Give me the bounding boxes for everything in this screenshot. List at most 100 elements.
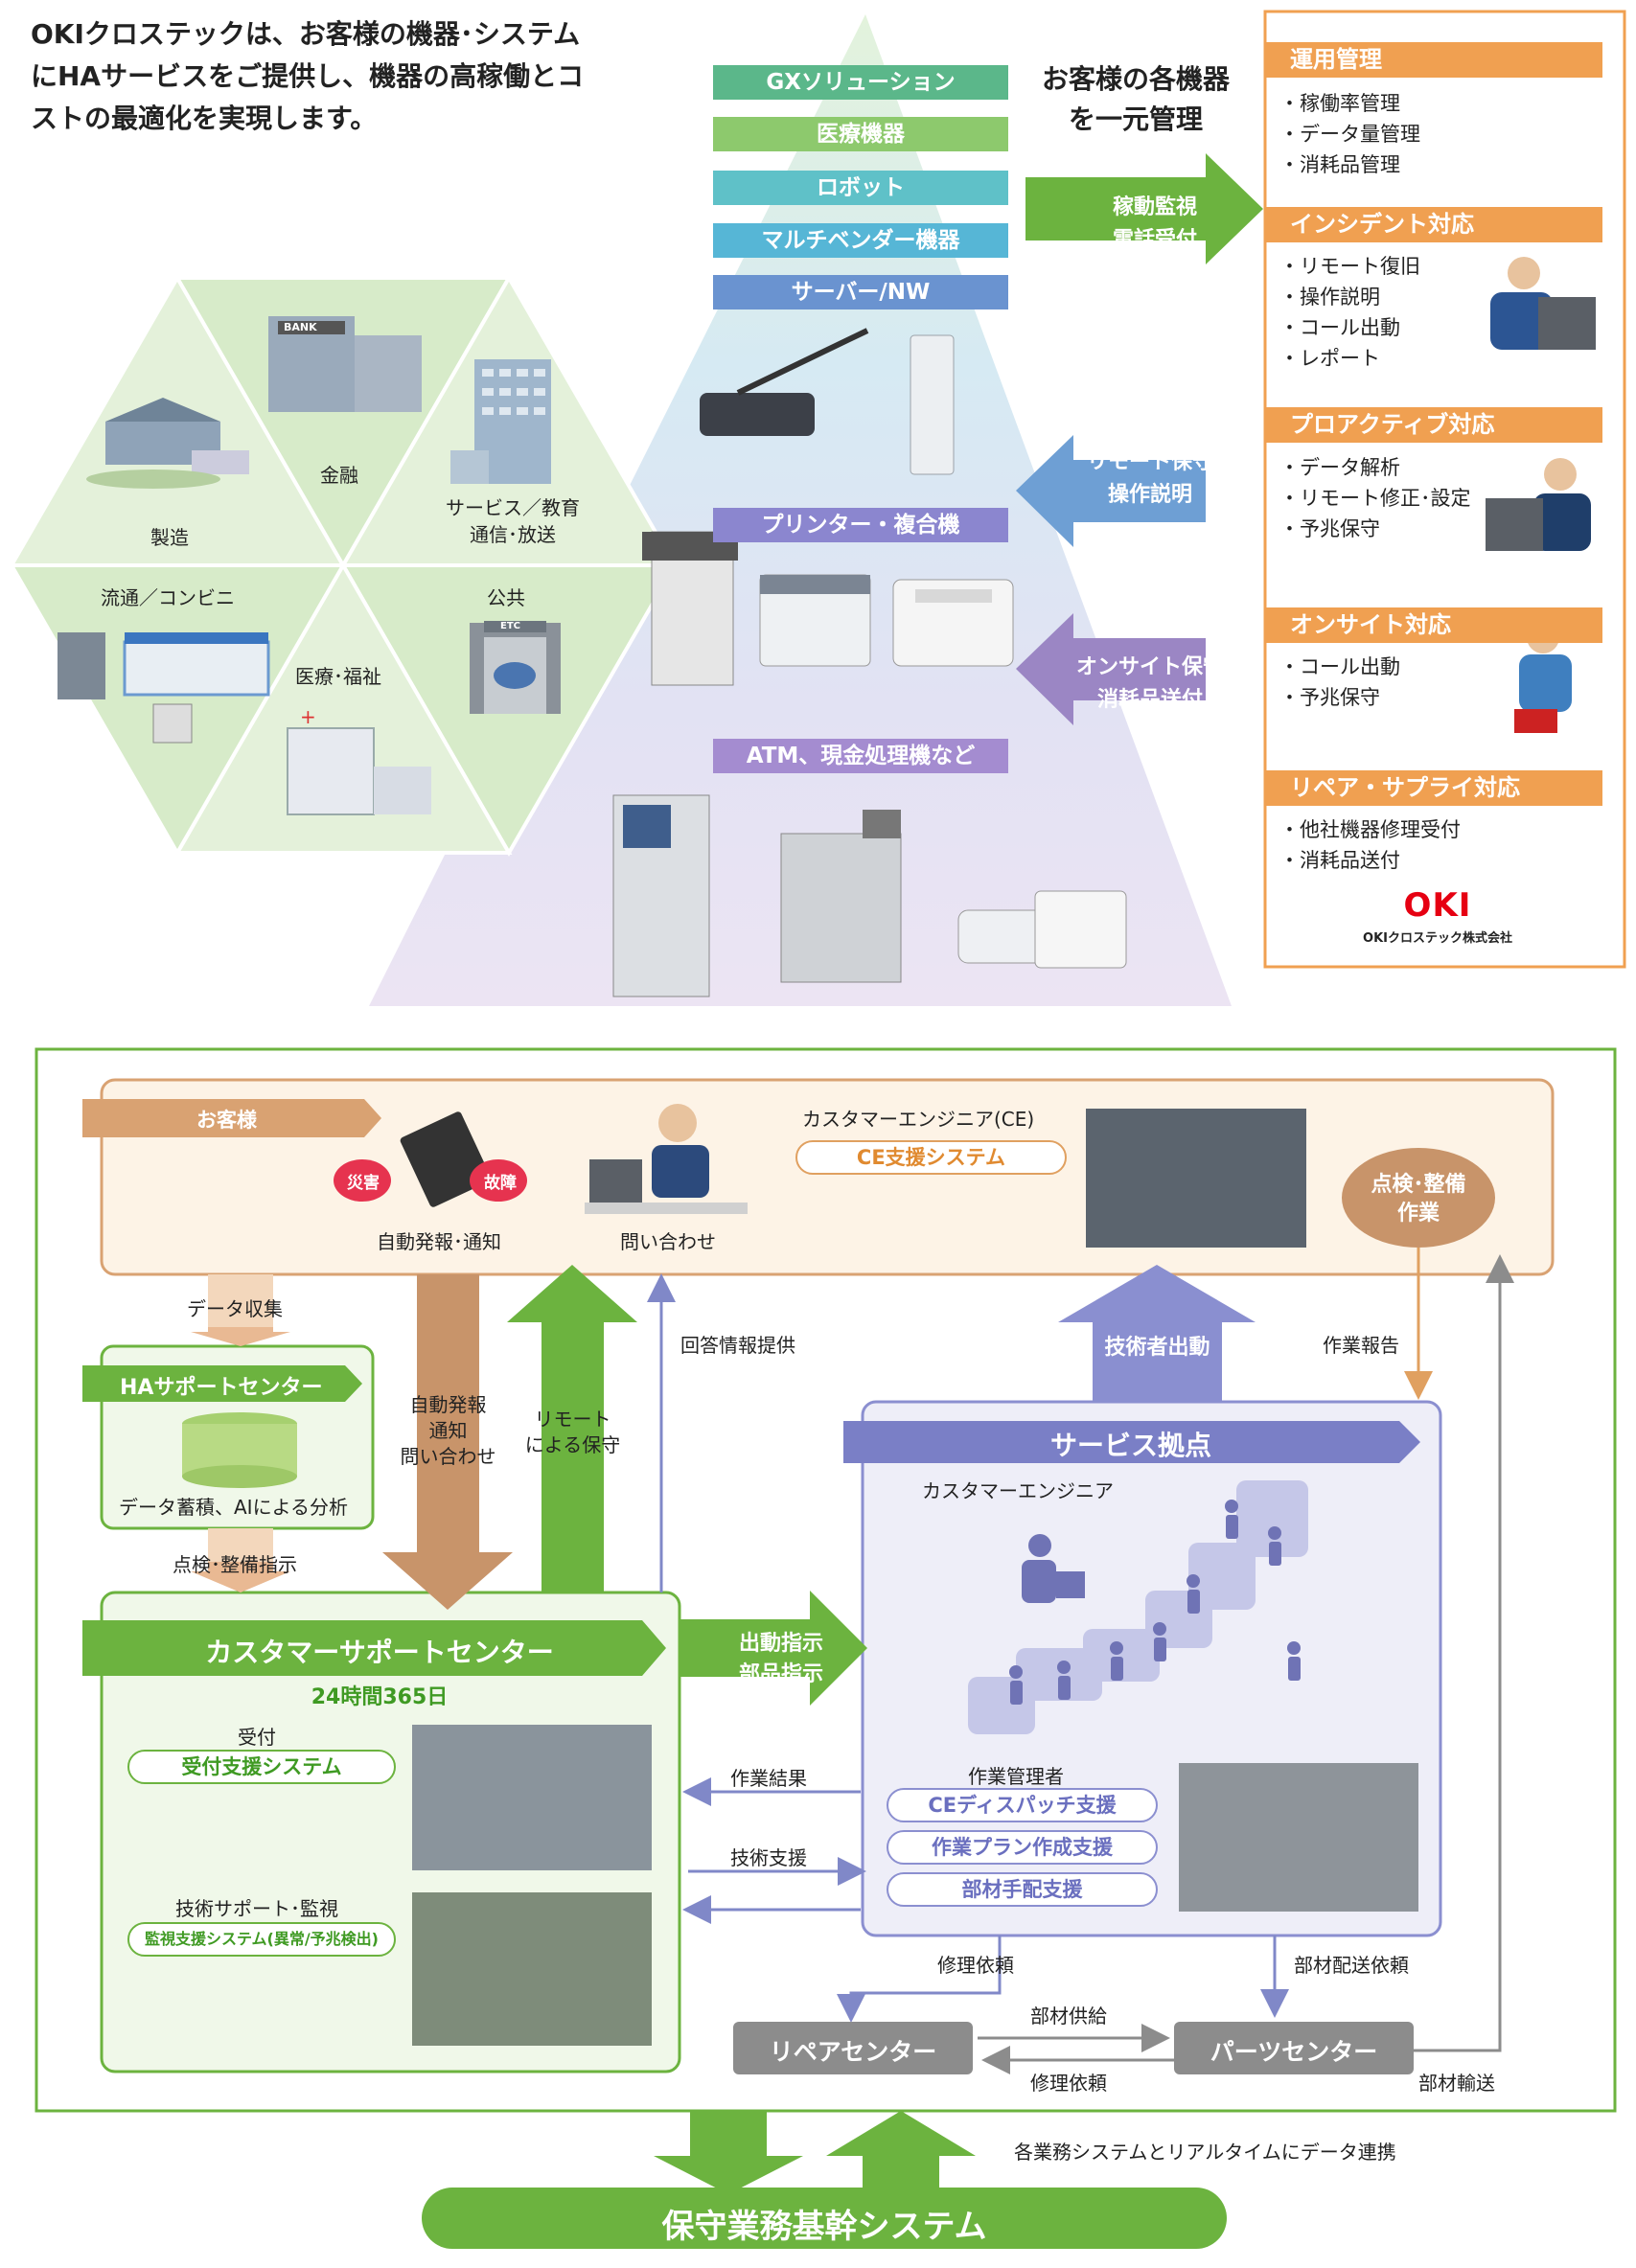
dispatch-tech-label: 技術者出動 (1104, 1336, 1210, 1360)
etc-gate-icon (470, 621, 561, 714)
dispatch-instr-label: 出動指示 部品指示 (704, 1629, 858, 1690)
field-engineer-icon (1514, 621, 1572, 733)
intro-text: OKIクロステックは、お客様の機器･システム にHAサービスをご提供し、機器の高… (31, 13, 584, 140)
industry-manufacturing: 製造 (150, 526, 189, 549)
industry-public: 公共 (487, 586, 525, 609)
mfp-printer-icon (642, 531, 738, 686)
reception-system-pill: 受付支援システム (127, 1750, 396, 1784)
router-icon (700, 328, 869, 436)
disaster-badge: 災害 (347, 1174, 380, 1193)
inspection-oval (1342, 1148, 1495, 1248)
office-building-icon (450, 359, 551, 484)
service-proactive-title: プロアクティブ対応 (1265, 407, 1602, 443)
tech-monitor-label: 技術サポート･監視 (175, 1897, 338, 1920)
down-to-core-arrow (654, 2111, 803, 2194)
repair-center-label: リペアセンター (769, 2038, 937, 2066)
cash-machine-icon (780, 810, 902, 983)
support-center-title: カスタマーサポートセンター (205, 1637, 554, 1668)
remote-link-1: リモート (534, 1408, 611, 1431)
tech-support-label: 技術支援 (730, 1846, 807, 1869)
remote-maint-link-label: リモート による保守 (518, 1407, 628, 1458)
color-printer-icon (759, 574, 871, 667)
support-staff-icon (1490, 257, 1596, 350)
remote-arrow (1016, 435, 1206, 547)
parts-center-label: パーツセンター (1210, 2038, 1378, 2066)
service-base-title: サービス拠点 (1049, 1430, 1211, 1461)
parts-transport-label: 部材輸送 (1418, 2072, 1495, 2095)
dispatch-line2: 部品指示 (738, 1662, 823, 1686)
dispatch-line1: 出動指示 (738, 1632, 823, 1656)
device-bar-gx: GXソリューション (713, 65, 1008, 100)
monitor-system-pill: 監視支援システム(異常/予兆検出) (127, 1922, 396, 1957)
coin-machine-icon (957, 890, 1127, 969)
device-bar-printer: プリンター・複合機 (713, 508, 1008, 542)
onsite-label-2: 消耗品送付 (1096, 688, 1203, 712)
repair-request-label: 修理依頼 (937, 1954, 1014, 1977)
device-bar-multivendor: マルチベンダー機器 (713, 223, 1008, 258)
ce-system-pill: CE支援システム (795, 1140, 1067, 1175)
ha-center-title: HAサポートセンター (120, 1376, 323, 1400)
oki-logo: OKI (1403, 886, 1472, 925)
support-center-hours: 24時間365日 (311, 1685, 449, 1709)
atm-icon (612, 794, 710, 997)
inspect-instr-arrow (191, 1557, 290, 1592)
onsite-label-1: オンサイト保守 (1075, 655, 1224, 679)
industry-services: サービス／教育 通信･放送 (436, 494, 589, 548)
onsite-arrow-label: オンサイト保守 消耗品送付 (1054, 652, 1246, 717)
technician-dispatch-arrow (1058, 1265, 1256, 1402)
industry-finance: 金融 (320, 464, 358, 487)
data-collect-arrow (191, 1322, 290, 1346)
intro-line-2: にHAサービスをご提供し、機器の高稼働とコ (31, 60, 585, 92)
service-item: ・リモート修正･設定 (1279, 487, 1471, 510)
auto-report-label: 自動発報･通知 (377, 1230, 501, 1253)
service-proactive-list: ・データ解析 ・リモート修正･設定 ・予兆保守 (1279, 452, 1471, 544)
industry-services-line1: サービス／教育 (446, 496, 580, 519)
remote-maintenance-arrow (507, 1265, 637, 1592)
server-tower-icon (910, 334, 955, 475)
service-item: ・予兆保守 (1279, 517, 1380, 540)
unified-management: お客様の各機器 を一元管理 (1025, 59, 1246, 140)
service-item: ・消耗品送付 (1279, 849, 1400, 872)
service-item: ・コール出動 (1279, 316, 1400, 339)
service-onsite-list: ・コール出動 ・予兆保守 (1279, 652, 1400, 713)
core-system-label: 保守業務基幹システム (661, 2208, 987, 2246)
broken-pc-icon (334, 1111, 527, 1207)
reception-label: 受付 (238, 1726, 276, 1749)
device-bar-medical: 医療機器 (713, 117, 1008, 151)
manager-photo (1179, 1763, 1418, 1912)
monitor-photo (412, 1892, 652, 2046)
inspection-line1: 点検･整備 (1371, 1173, 1466, 1197)
service-incident-list: ・リモート復旧 ・操作説明 ・コール出動 ・レポート (1279, 251, 1420, 374)
remote-label-2: 操作説明 (1107, 483, 1192, 507)
service-item: ・データ量管理 (1279, 123, 1420, 146)
service-incident-title: インシデント対応 (1265, 207, 1602, 242)
device-bar-robot: ロボット (713, 171, 1008, 205)
manager-label: 作業管理者 (968, 1765, 1064, 1788)
device-bar-atm: ATM、現金処理機など (713, 739, 1008, 773)
factory-icon (86, 398, 249, 489)
core-system-bar (422, 2188, 1227, 2249)
service-repair-title: リペア・サプライ対応 (1265, 770, 1602, 806)
repair-request-2-label: 修理依頼 (1030, 2072, 1107, 2095)
service-item: ・他社機器修理受付 (1279, 818, 1461, 841)
convenience-store-icon (58, 632, 270, 744)
ha-center-caption: データ蓄積、AIによる分析 (119, 1496, 348, 1519)
ce-dispatch-pill: CEディスパッチ支援 (887, 1788, 1158, 1822)
customer-to-csc-arrow (382, 1274, 513, 1610)
service-repair-list: ・他社機器修理受付 ・消耗品送付 (1279, 814, 1461, 876)
reception-photo (412, 1725, 652, 1870)
dispatch-arrow (680, 1591, 867, 1706)
monitor-arrow (1025, 153, 1263, 264)
analyst-icon (1486, 458, 1591, 551)
svg-text:+: + (300, 705, 316, 728)
work-plan-pill: 作業プラン作成支援 (887, 1830, 1158, 1865)
customer-tag: お客様 (196, 1109, 257, 1132)
monitor-arrow-label: 稼動監視 電話受付 (1064, 192, 1246, 257)
laser-printer-icon (892, 579, 1014, 667)
bank-sign: BANK (284, 321, 317, 333)
monitor-label-1: 稼動監視 (1112, 195, 1197, 219)
service-item: ・リモート復旧 (1279, 255, 1420, 278)
data-collect-label: データ収集 (187, 1297, 283, 1320)
parts-center-box (1174, 2022, 1414, 2074)
device-bar-server-nw: サーバー/NW (713, 275, 1008, 309)
